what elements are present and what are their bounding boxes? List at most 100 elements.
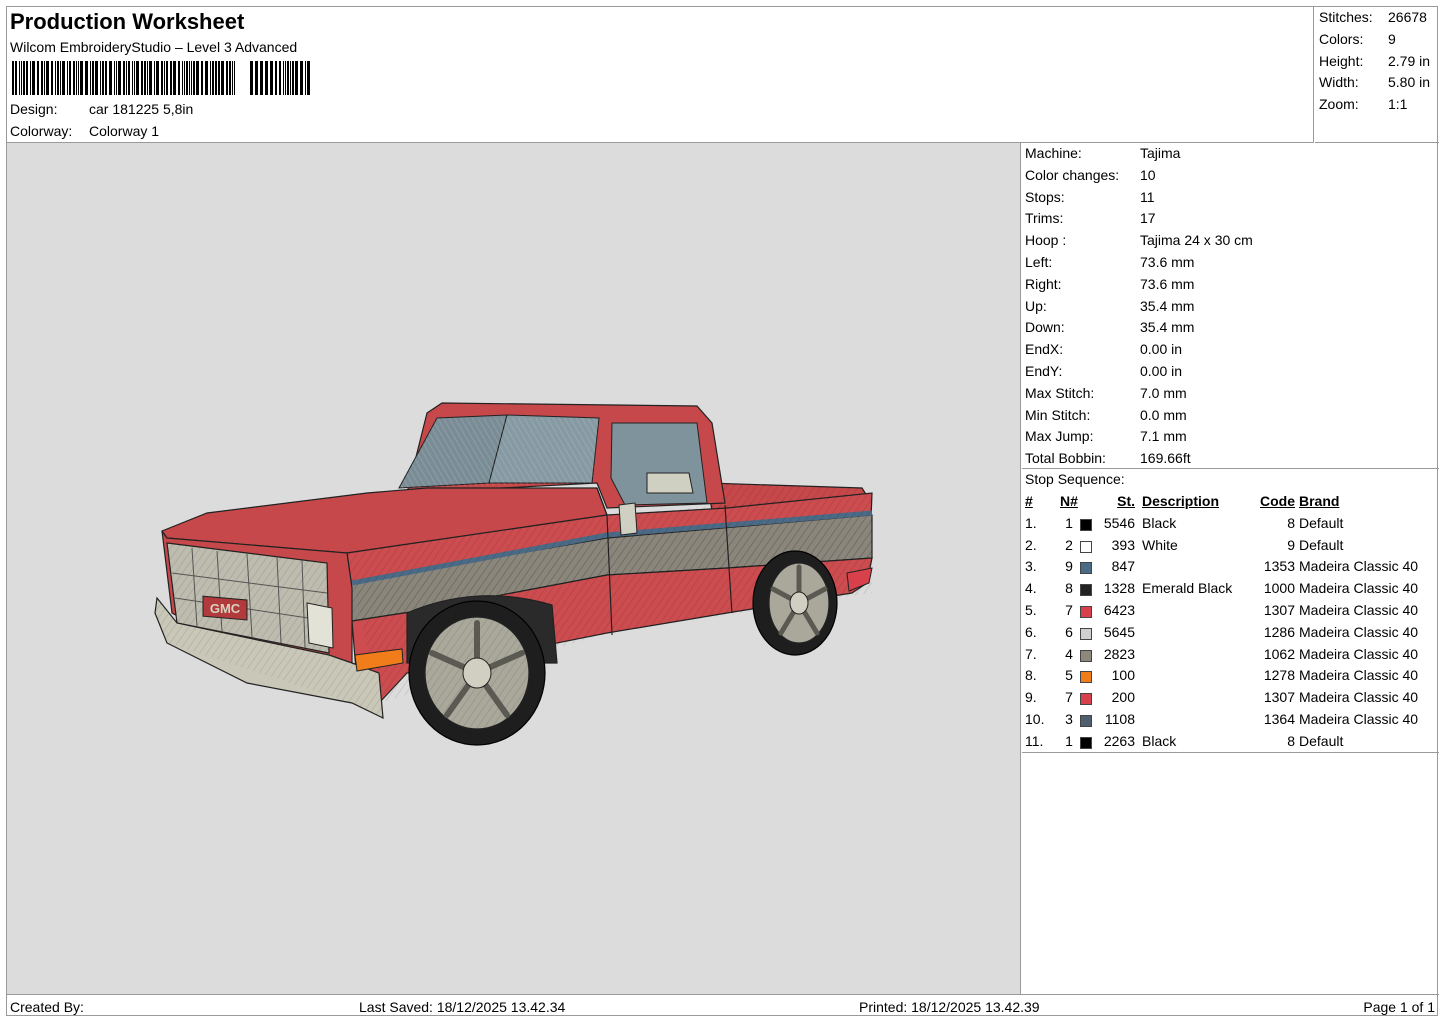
barcode-bar: [295, 61, 298, 95]
barcode-bar: [184, 61, 185, 95]
endy-label: EndY:: [1025, 363, 1063, 379]
page-title: Production Worksheet: [10, 9, 245, 34]
min-stitch-value: 0.0 mm: [1140, 406, 1187, 423]
design-line: Design:car 181225 5,8in: [10, 101, 193, 117]
thread-color-swatch: [1080, 584, 1092, 597]
width-value: 5.80 in: [1388, 74, 1431, 90]
printed: Printed: 18/12/2025 13.42.39: [859, 999, 1040, 1015]
stop-index: 1.: [1025, 514, 1037, 531]
barcode-bar: [102, 61, 104, 95]
col-header-n: N#: [1060, 493, 1078, 509]
grille-badge: GMC: [210, 601, 241, 616]
barcode-bar: [134, 61, 135, 95]
thread-color-swatch: [1080, 540, 1092, 553]
barcode-bar: [156, 61, 159, 95]
worksheet-header: Production Worksheet Wilcom EmbroiderySt…: [7, 7, 1314, 143]
stop-needle: 7: [1065, 689, 1073, 706]
barcode-bar: [178, 61, 180, 95]
stop-code: 8: [1287, 732, 1295, 749]
barcode-bar: [118, 61, 121, 95]
barcode-bar: [30, 61, 31, 95]
barcode-bar: [292, 61, 294, 95]
barcode-bar: [215, 61, 217, 95]
thread-color-swatch: [1080, 605, 1092, 618]
page-number: Page 1 of 1: [1363, 999, 1435, 1015]
design-preview: GMC: [7, 143, 1021, 994]
barcode-bar: [126, 61, 127, 95]
height-label: Height:: [1319, 53, 1364, 69]
barcode-bar: [109, 61, 112, 95]
stop-needle: 4: [1065, 645, 1073, 662]
hoop-value: Tajima 24 x 30 cm: [1140, 232, 1253, 249]
barcode-bar: [57, 61, 59, 95]
barcode-bar: [92, 61, 94, 95]
stop-stitches: 1108: [1104, 710, 1135, 727]
front-wheel: [408, 600, 546, 746]
thread-color-swatch: [1080, 714, 1092, 727]
down-label: Down:: [1025, 319, 1065, 336]
up-value: 35.4 mm: [1140, 297, 1195, 314]
barcode-bar: [305, 61, 306, 95]
left-value: 73.6 mm: [1140, 254, 1195, 270]
stop-needle: 7: [1065, 601, 1073, 618]
barcode-bar: [90, 61, 91, 95]
barcode-bar: [100, 61, 101, 95]
color-changes-value: 10: [1140, 166, 1156, 183]
stop-code: 1307: [1263, 601, 1295, 618]
stop-brand: Default: [1299, 536, 1344, 553]
max-jump-value: 7.1 mm: [1140, 428, 1187, 445]
trims-label: Trims:: [1025, 210, 1064, 227]
barcode-bar: [212, 61, 214, 95]
stop-code: 1353: [1263, 558, 1295, 575]
barcode-bar: [193, 61, 195, 95]
barcode-bar: [123, 61, 125, 95]
thread-color-swatch: [1080, 518, 1092, 531]
barcode-bar: [15, 61, 17, 95]
stop-needle: 2: [1065, 536, 1073, 553]
barcode-bar: [149, 61, 152, 95]
barcode-bar: [182, 61, 183, 95]
stop-stitches: 1328: [1103, 580, 1135, 597]
barcode-bar: [23, 61, 25, 95]
stop-code: 1286: [1263, 623, 1295, 640]
stop-needle: 3: [1065, 710, 1073, 727]
barcode-bar: [114, 61, 115, 95]
barcode-bar: [234, 61, 235, 95]
created-by: Created By:: [10, 999, 84, 1015]
endx-value: 0.00 in: [1140, 341, 1183, 358]
barcode-bar: [147, 61, 148, 95]
stop-brand: Madeira Classic 40: [1299, 689, 1419, 706]
barcode-bar: [105, 61, 107, 95]
barcode-bar: [78, 61, 79, 95]
barcode-bar: [218, 61, 220, 95]
pickup-truck-embroidery: GMC: [154, 402, 873, 746]
barcode-bar: [46, 61, 49, 95]
stop-stitches: 2823: [1103, 645, 1135, 662]
barcode-bar: [69, 61, 71, 95]
stitches-label: Stitches:: [1319, 9, 1373, 25]
stop-brand: Default: [1299, 732, 1344, 749]
stop-code: 8: [1287, 514, 1295, 531]
stop-index: 8.: [1025, 667, 1037, 684]
barcode-bar: [221, 61, 224, 95]
zoom-value: 1:1: [1388, 96, 1408, 112]
col-header-code: Code: [1260, 493, 1295, 509]
barcode-bar: [250, 61, 253, 95]
barcode-bar: [279, 61, 281, 95]
stop-code: 1364: [1263, 710, 1295, 727]
endy-value: 0.00 in: [1140, 363, 1183, 379]
worksheet-footer: Created By: Last Saved: 18/12/2025 13.42…: [7, 994, 1439, 1017]
barcode-bar: [21, 61, 22, 95]
stop-index: 6.: [1025, 623, 1037, 640]
barcode-bar: [170, 61, 172, 95]
col-header-st: St.: [1117, 493, 1135, 509]
stop-stitches: 847: [1111, 558, 1135, 575]
stop-sequence-caption: Stop Sequence:: [1025, 471, 1125, 487]
barcode-bar: [191, 61, 192, 95]
stop-stitches: 5645: [1103, 623, 1135, 640]
max-jump-label: Max Jump:: [1025, 428, 1094, 445]
barcode-bar: [41, 61, 43, 95]
stop-sequence: Stop Sequence: # N# St. Description Code…: [1022, 469, 1439, 753]
hoop-label: Hoop :: [1025, 232, 1067, 249]
color-changes-label: Color changes:: [1025, 166, 1120, 183]
